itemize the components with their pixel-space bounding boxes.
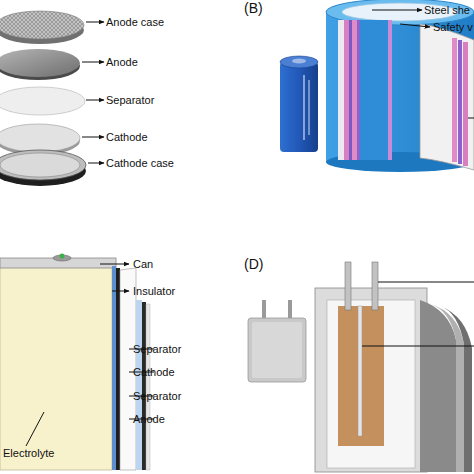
cylinder-cutaway — [326, 0, 474, 172]
part-label: Safety v — [433, 21, 473, 34]
prismatic-cell-part — [116, 268, 120, 470]
part-label: Separator — [133, 343, 181, 356]
part-label: Cathode — [106, 131, 148, 144]
pouch-cutaway-part — [420, 300, 456, 472]
leader-arrows-part — [26, 412, 44, 446]
leader-arrows-part — [86, 22, 104, 23]
coin-cell-part — [0, 49, 80, 77]
prismatic-cell-part — [136, 300, 142, 470]
leader-arrows-part — [88, 163, 104, 164]
part-label: Electrolyte — [3, 447, 54, 460]
part-label: Can — [133, 258, 153, 271]
cylinder-cutaway-part — [388, 20, 392, 160]
part-label: Anode case — [106, 16, 164, 29]
part-label: Insulator — [133, 285, 175, 298]
pouch-cell-part — [248, 318, 306, 382]
pouch-cutaway-part — [327, 300, 415, 468]
cylinder-cutaway-part — [420, 24, 474, 170]
coin-cell — [0, 11, 86, 186]
leader-arrows-part — [400, 24, 430, 27]
pouch-cutaway — [315, 262, 472, 472]
pouch-cutaway-part — [372, 262, 378, 310]
cylinder-cutaway-part — [357, 20, 360, 160]
leader-arrows-part — [372, 10, 422, 11]
leader-arrows-part — [468, 118, 474, 119]
part-label: Separator — [106, 94, 154, 107]
cylindrical-cell-part — [292, 59, 306, 64]
part-label: Steel she — [424, 4, 470, 17]
pouch-cell — [248, 300, 306, 382]
leader-arrows-part — [100, 264, 129, 265]
cylinder-cutaway-part — [344, 20, 349, 160]
pouch-cutaway-part — [338, 306, 384, 446]
prismatic-cell — [0, 254, 150, 471]
cylinder-cutaway-part — [349, 20, 352, 160]
part-label: Cathode case — [106, 157, 174, 170]
coin-cell-part — [0, 87, 85, 115]
pouch-cutaway-part — [315, 288, 427, 472]
cylindrical-cell-part — [280, 56, 318, 68]
pouch-cutaway-part — [440, 306, 472, 472]
leader-arrows-part — [82, 137, 104, 138]
part-label: Anode — [106, 56, 138, 69]
pouch-cutaway-part — [345, 262, 351, 310]
cylinder-cutaway-part — [463, 42, 468, 166]
panel-label: (D) — [244, 256, 263, 272]
leader-arrows-part — [112, 291, 129, 292]
leader-lines-part — [378, 282, 474, 283]
pouch-cutaway-part — [430, 304, 464, 472]
cylinder-cutaway-part — [352, 20, 357, 160]
panel-label: (B) — [244, 0, 263, 16]
pouch-cell-part — [252, 322, 302, 378]
coin-cell-part — [0, 124, 80, 152]
cylindrical-cell-part — [303, 75, 304, 140]
cylindrical-cell — [280, 56, 318, 152]
leader-arrows-part — [82, 62, 104, 63]
prismatic-cell-part — [60, 254, 65, 259]
coin-cell-part — [0, 11, 84, 39]
coin-cell-part — [0, 153, 80, 177]
leader-arrows — [372, 10, 474, 118]
part-label: Anode — [133, 413, 165, 426]
cylinder-cutaway-part — [360, 20, 388, 160]
prismatic-cell-part — [146, 304, 150, 470]
leader-lines-part — [362, 346, 474, 347]
cylinder-cutaway-part — [452, 38, 457, 162]
cylindrical-cell-part — [280, 62, 318, 152]
leader-arrows — [82, 22, 104, 163]
cylinder-cutaway-part — [458, 40, 462, 164]
prismatic-cell-part — [142, 302, 146, 470]
part-label: Separator — [133, 390, 181, 403]
pouch-cutaway-part — [358, 306, 362, 436]
coin-cell-part — [0, 150, 86, 180]
part-label: Cathode — [133, 366, 175, 379]
prismatic-cell-part — [112, 266, 116, 470]
leader-lines — [362, 282, 474, 346]
cylinder-cutaway-part — [338, 20, 344, 160]
cylindrical-cell-part — [309, 80, 310, 135]
leader-arrows-part — [86, 100, 104, 101]
prismatic-cell-part — [0, 264, 112, 470]
